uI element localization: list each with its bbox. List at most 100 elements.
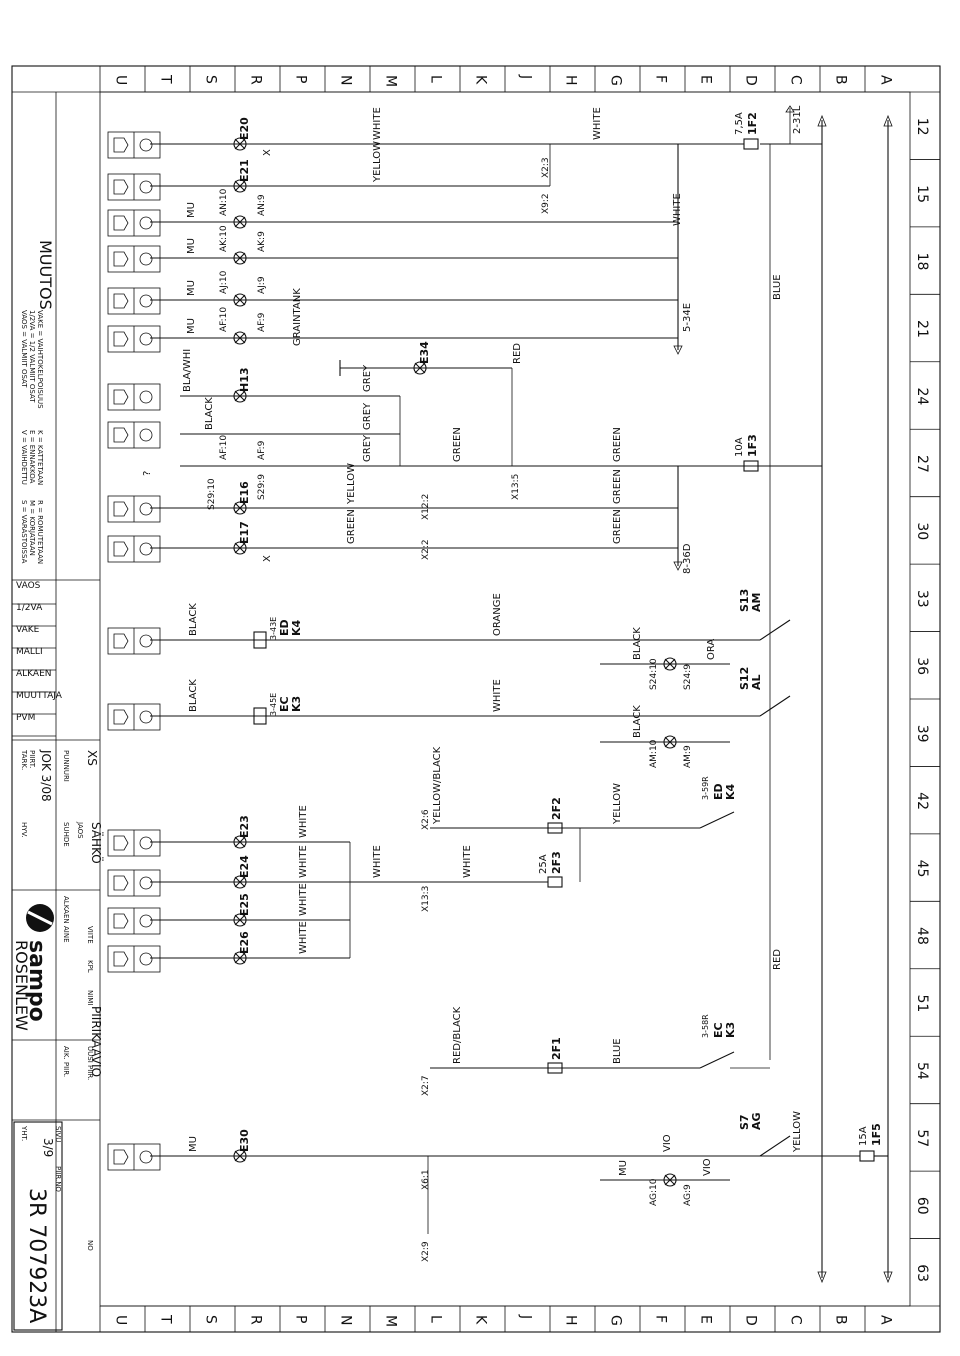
row-index-label: H <box>563 1315 579 1326</box>
wire-mu-label: MU <box>186 280 197 296</box>
column-index-label: 12 <box>914 118 930 136</box>
lamp-mu <box>233 251 247 265</box>
column-index-label: 57 <box>914 1129 930 1147</box>
svg-text:3-58R: 3-58R <box>701 1014 710 1038</box>
tb-aine: AINE <box>62 926 70 943</box>
wire-mu-label: MU <box>186 202 197 218</box>
lamp-E16: E16 <box>233 481 251 515</box>
lamp-symbol-icon <box>107 131 161 159</box>
tb-legend2-2: K = KATTETAAN <box>36 430 44 485</box>
svg-text:E16: E16 <box>238 481 251 504</box>
svg-text:AG: AG <box>750 1112 763 1130</box>
row-index-label: F <box>653 75 669 83</box>
wire-green-label-3: GREEN <box>612 469 623 504</box>
lamp-symbol-icon <box>107 703 161 731</box>
lamp-E34: E34 <box>413 341 431 375</box>
column-index-label: 18 <box>914 253 930 271</box>
conn-label: AN:9 <box>257 194 267 216</box>
lamp-AM <box>663 657 677 671</box>
conn-label: AK:10 <box>219 225 229 252</box>
svg-text:3-43E: 3-43E <box>269 617 278 640</box>
row-index-label: U <box>113 1315 129 1325</box>
row-index-label: H <box>563 75 579 86</box>
wire-white-label-e20: WHITE <box>372 107 383 140</box>
tb-piir-no: PIIR.NO <box>54 1166 62 1192</box>
svg-text:25A: 25A <box>538 854 549 874</box>
wire-black-h13: BLACK <box>204 397 215 430</box>
lamp-symbol-icon <box>107 535 161 563</box>
ref-2-31L: 2-31L <box>792 105 803 134</box>
row-index-label: N <box>338 1315 354 1325</box>
rail-right-arrow-bottom <box>883 1271 893 1284</box>
lamp-symbol-icon <box>107 245 161 273</box>
label-graintank: GRAINTANK <box>292 288 303 346</box>
tb-jaos-val: SÄHKÖ <box>89 822 105 864</box>
conn-X6-1: X6:1 <box>421 1169 431 1190</box>
switch-AL-S12: AL S12 <box>738 667 791 717</box>
wire-white-label-work2: WHITE <box>372 845 383 878</box>
wire-yellow-label-e16: YELLOW <box>346 463 357 505</box>
tb-brand2: ROSENLEW <box>12 940 31 1031</box>
lamp-AL <box>663 735 677 749</box>
svg-text:EC: EC <box>278 696 291 712</box>
lamp-E30: E30 <box>233 1129 251 1163</box>
conn-S24-10: S29:10 <box>207 478 217 510</box>
wire-red-black-label: RED/BLACK <box>452 1006 463 1064</box>
svg-text:1F5: 1F5 <box>870 1123 883 1146</box>
tb-legend2-1: E = ENNAKKOA <box>28 430 36 484</box>
tb-field-label: MUUTTAJA <box>16 691 63 701</box>
row-index-label: K <box>473 1315 489 1325</box>
tb-hyv: HYV. <box>20 822 28 838</box>
column-index-label: 51 <box>914 995 930 1013</box>
svg-text:K3: K3 <box>724 1022 737 1038</box>
lamp-symbol-icon <box>107 627 161 655</box>
wire-yellow-ag: YELLOW <box>792 1111 803 1153</box>
wire-black-am-label: BLACK <box>632 627 643 660</box>
tb-tark: TARK. <box>20 749 28 770</box>
conn-AG-9: AG:9 <box>683 1184 693 1206</box>
column-index-label: 15 <box>914 185 930 203</box>
lamp-work-label: E26 <box>238 931 251 954</box>
tb-field-label: VAKE <box>16 625 40 635</box>
lamp-symbol-icon <box>107 495 161 523</box>
tb-brand: sampo <box>24 940 49 1022</box>
column-index-label: 30 <box>914 522 930 540</box>
row-index-label: R <box>248 1315 264 1325</box>
column-index-label: 63 <box>914 1264 930 1282</box>
conn-X9-2: X9:2 <box>541 193 551 214</box>
lamp-AG <box>663 1173 677 1187</box>
lamp-work: E25 <box>233 893 251 927</box>
wire-mu-e30: MU <box>188 1136 199 1152</box>
column-index-label: 24 <box>914 388 930 406</box>
wire-black-k4: BLACK <box>188 603 199 636</box>
wire-green-label-1: GREEN <box>452 427 463 462</box>
row-index-label: K <box>473 75 489 85</box>
row-index-label: P <box>293 1315 309 1323</box>
wire-white-label-e24: WHITE <box>298 845 309 878</box>
tb-field-label: MALLI <box>16 647 43 657</box>
row-index-label: B <box>833 75 849 85</box>
title-block: MUUTOS VAOS = VALMIIT OSAT 1/2VA = 1/2 V… <box>12 91 105 1332</box>
lamp-symbol-icon <box>107 383 161 411</box>
wire-black-al-label: BLACK <box>632 705 643 738</box>
conn-AL-9: AM:9 <box>683 745 693 768</box>
svg-text:K4: K4 <box>290 619 303 636</box>
row-index-label: S <box>203 1315 219 1324</box>
conn-X2-3: X2:3 <box>541 157 551 178</box>
wire-green-label-4: GREEN <box>612 509 623 544</box>
label-question: ? <box>142 471 153 476</box>
fuse-1F2: 1F2 7,5A <box>150 112 822 150</box>
svg-text:2F3: 2F3 <box>550 851 563 874</box>
lamp-symbol-icon <box>107 421 161 449</box>
conn-X2-9: X2:9 <box>421 1241 431 1262</box>
lamp-E20: E20 <box>233 117 251 151</box>
tb-muutos: MUUTOS <box>36 240 55 310</box>
wire-yellow-black-label: YELLOW/BLACK <box>432 746 443 825</box>
row-index-label: T <box>158 74 174 84</box>
tb-legend3-0: S = VARASTOISSA <box>20 500 28 564</box>
conn-label: AJ:9 <box>257 276 267 294</box>
conn-label: AN:10 <box>219 188 229 216</box>
lamp-symbol-icon <box>107 173 161 201</box>
